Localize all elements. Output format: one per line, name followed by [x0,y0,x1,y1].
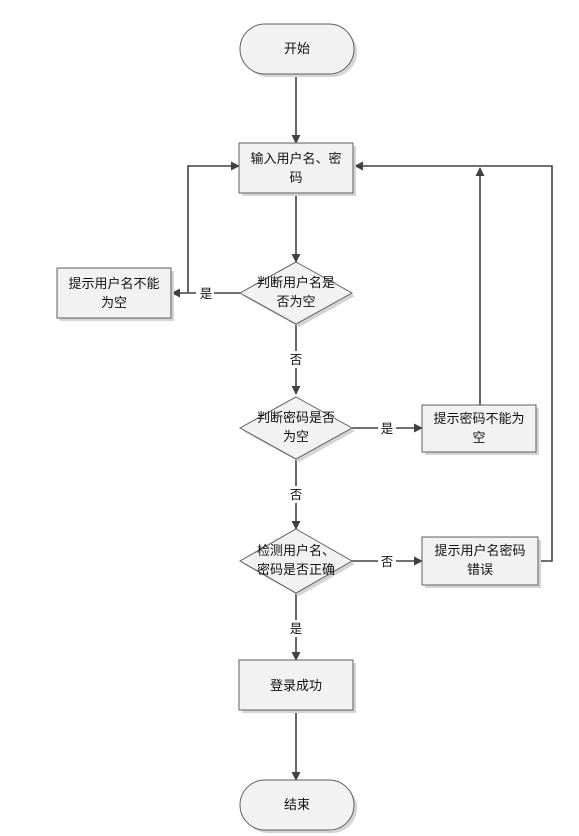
node-check-user-empty-label-line1: 判断用户名是 [257,275,335,291]
edge-label-pwd-empty-yes: 是 [381,421,394,436]
node-input: 输入用户名、密 码 [238,142,356,196]
node-tip-pwd-empty-label-line1: 提示密码不能为 [433,411,524,427]
node-check-user-empty: 判断用户名是 否为空 [238,261,355,327]
edge-label-pwd-empty-no: 否 [290,487,303,502]
node-end: 结束 [239,779,357,833]
edge-label-verify-yes: 是 [290,621,303,636]
node-input-label-line2: 码 [289,171,302,186]
node-success-label: 登录成功 [270,679,322,694]
edge-label-bg [378,420,396,437]
edge-label-bg [196,285,214,302]
node-input-label-line1: 输入用户名、密 [250,151,341,167]
node-tip-pwd-empty-label-line2: 空 [472,431,485,446]
edge-label-bg [287,351,305,368]
node-success: 登录成功 [238,659,356,713]
node-tip-wrong: 提示用户名密码 错误 [421,536,541,588]
node-end-label: 结束 [284,798,310,813]
edge-label-user-empty-yes: 是 [200,286,213,301]
node-verify-label-line1: 检测用户名、 [257,543,335,559]
edge-label-user-empty-no: 否 [290,352,303,367]
node-tip-wrong-label-line1: 提示用户名密码 [434,543,525,559]
edge-tip-user-back-to-input [187,161,240,293]
node-start-label: 开始 [284,42,310,57]
node-check-pwd-empty: 判断密码是否 为空 [238,396,355,462]
node-start: 开始 [239,23,357,77]
edge-label-bg [287,620,305,637]
edge-label-bg [378,553,396,570]
node-check-pwd-empty-label-line2: 为空 [283,430,309,445]
node-tip-user-empty: 提示用户名不能 为空 [56,267,174,321]
node-tip-pwd-empty: 提示密码不能为 空 [421,404,539,455]
edge-tip-wrong-back-to-input [354,161,553,562]
edge-label-verify-no: 否 [381,554,394,569]
node-tip-wrong-label-line2: 错误 [467,563,493,578]
node-tip-user-empty-label-line2: 为空 [101,296,127,311]
edge-label-bg [287,486,305,503]
node-verify: 检测用户名、 密码是否正确 [238,528,355,596]
node-tip-user-empty-label-line1: 提示用户名不能 [68,276,159,292]
node-check-user-empty-label-line2: 否为空 [276,295,315,310]
node-verify-label-line2: 密码是否正确 [257,562,335,578]
node-check-pwd-empty-label-line1: 判断密码是否 [257,410,335,426]
